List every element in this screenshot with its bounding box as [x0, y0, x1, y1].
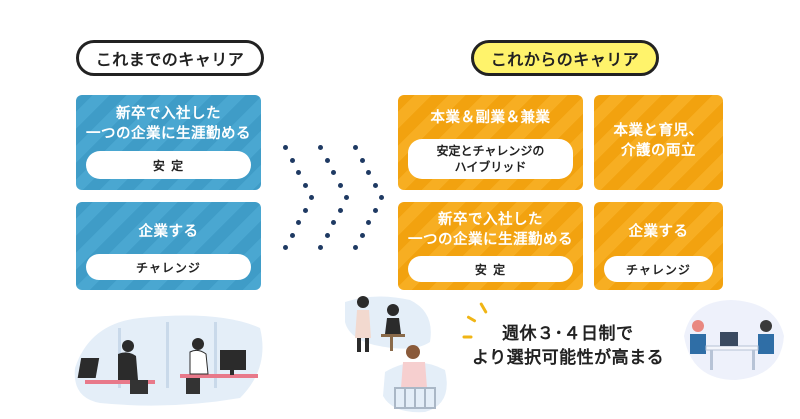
card-heading-line1: 本業＆副業＆兼業	[430, 110, 551, 126]
chevron-dot	[324, 232, 330, 238]
chevron-dot	[302, 182, 308, 188]
hybrid-tag: 安定とチャレンジの ハイブリッド	[408, 139, 573, 179]
meeting-illustration	[684, 300, 784, 380]
chevron-dot	[337, 182, 343, 188]
chevron-dot	[372, 207, 378, 213]
card-heading-line1: 新卒で入社した	[438, 212, 543, 228]
chevron-dot	[353, 145, 358, 150]
card-heading-line2: 一つの企業に生涯勤める	[408, 232, 573, 248]
chevron-dot	[296, 220, 301, 225]
challenge-tag: チャレンジ	[86, 254, 251, 280]
chevron-dot	[344, 195, 349, 200]
card-lifetime-employment-future: 新卒で入社した 一つの企業に生涯勤める 安 定	[398, 202, 583, 290]
chevron-dot	[366, 170, 371, 175]
chevron-dot	[372, 182, 378, 188]
chevron-dot	[283, 245, 288, 250]
family-care-illustration	[345, 296, 447, 413]
card-work-childcare-balance: 本業と育児、 介護の両立	[594, 95, 723, 190]
future-career-title: これからのキャリア	[471, 40, 659, 76]
message-line1: 週休３･４日制で	[502, 324, 634, 344]
chevron-dot	[283, 145, 288, 150]
chevron-dot	[366, 220, 371, 225]
stability-tag: 安 定	[86, 151, 251, 179]
chevron-dot	[337, 207, 343, 213]
emphasis-spark	[462, 335, 473, 339]
card-heading-line1: 本業と育児、	[613, 123, 704, 139]
chevron-dot	[331, 220, 336, 225]
office-workers-illustration	[74, 315, 263, 406]
chevron-dot	[289, 157, 295, 163]
card-lifetime-employment-past: 新卒で入社した 一つの企業に生涯勤める 安 定	[76, 95, 261, 190]
tag-line2: ハイブリッド	[454, 160, 527, 174]
card-entrepreneurship-past: 企業する チャレンジ	[76, 202, 261, 290]
challenge-tag: チャレンジ	[604, 256, 713, 282]
card-heading-line1: 企業する	[628, 224, 689, 240]
tag-line1: 安定とチャレンジの	[436, 144, 545, 158]
emphasis-spark	[479, 302, 488, 314]
chevron-dot	[379, 195, 384, 200]
chevron-dot	[353, 245, 358, 250]
chevron-dot	[302, 207, 308, 213]
chevron-dot	[318, 145, 323, 150]
past-career-title: これまでのキャリア	[76, 40, 264, 76]
chevron-dot	[359, 232, 365, 238]
chevron-dot	[289, 232, 295, 238]
card-entrepreneurship-future: 企業する チャレンジ	[594, 202, 723, 290]
card-heading-line1: 企業する	[138, 224, 199, 240]
stability-tag: 安 定	[408, 256, 573, 282]
card-heading-line2: 一つの企業に生涯勤める	[86, 126, 251, 142]
four-day-week-message: 週休３･４日制で より選択可能性が高まる	[472, 322, 664, 370]
chevron-dot	[318, 245, 323, 250]
card-heading-line1: 新卒で入社した	[116, 106, 221, 122]
chevron-dot	[324, 157, 330, 163]
chevron-dot	[296, 170, 301, 175]
chevron-dot	[309, 195, 314, 200]
card-heading-line2: 介護の両立	[621, 143, 696, 159]
chevron-dot	[331, 170, 336, 175]
chevron-dot	[359, 157, 365, 163]
card-main-side-job: 本業＆副業＆兼業 安定とチャレンジの ハイブリッド	[398, 95, 583, 190]
message-line2: より選択可能性が高まる	[472, 348, 665, 368]
